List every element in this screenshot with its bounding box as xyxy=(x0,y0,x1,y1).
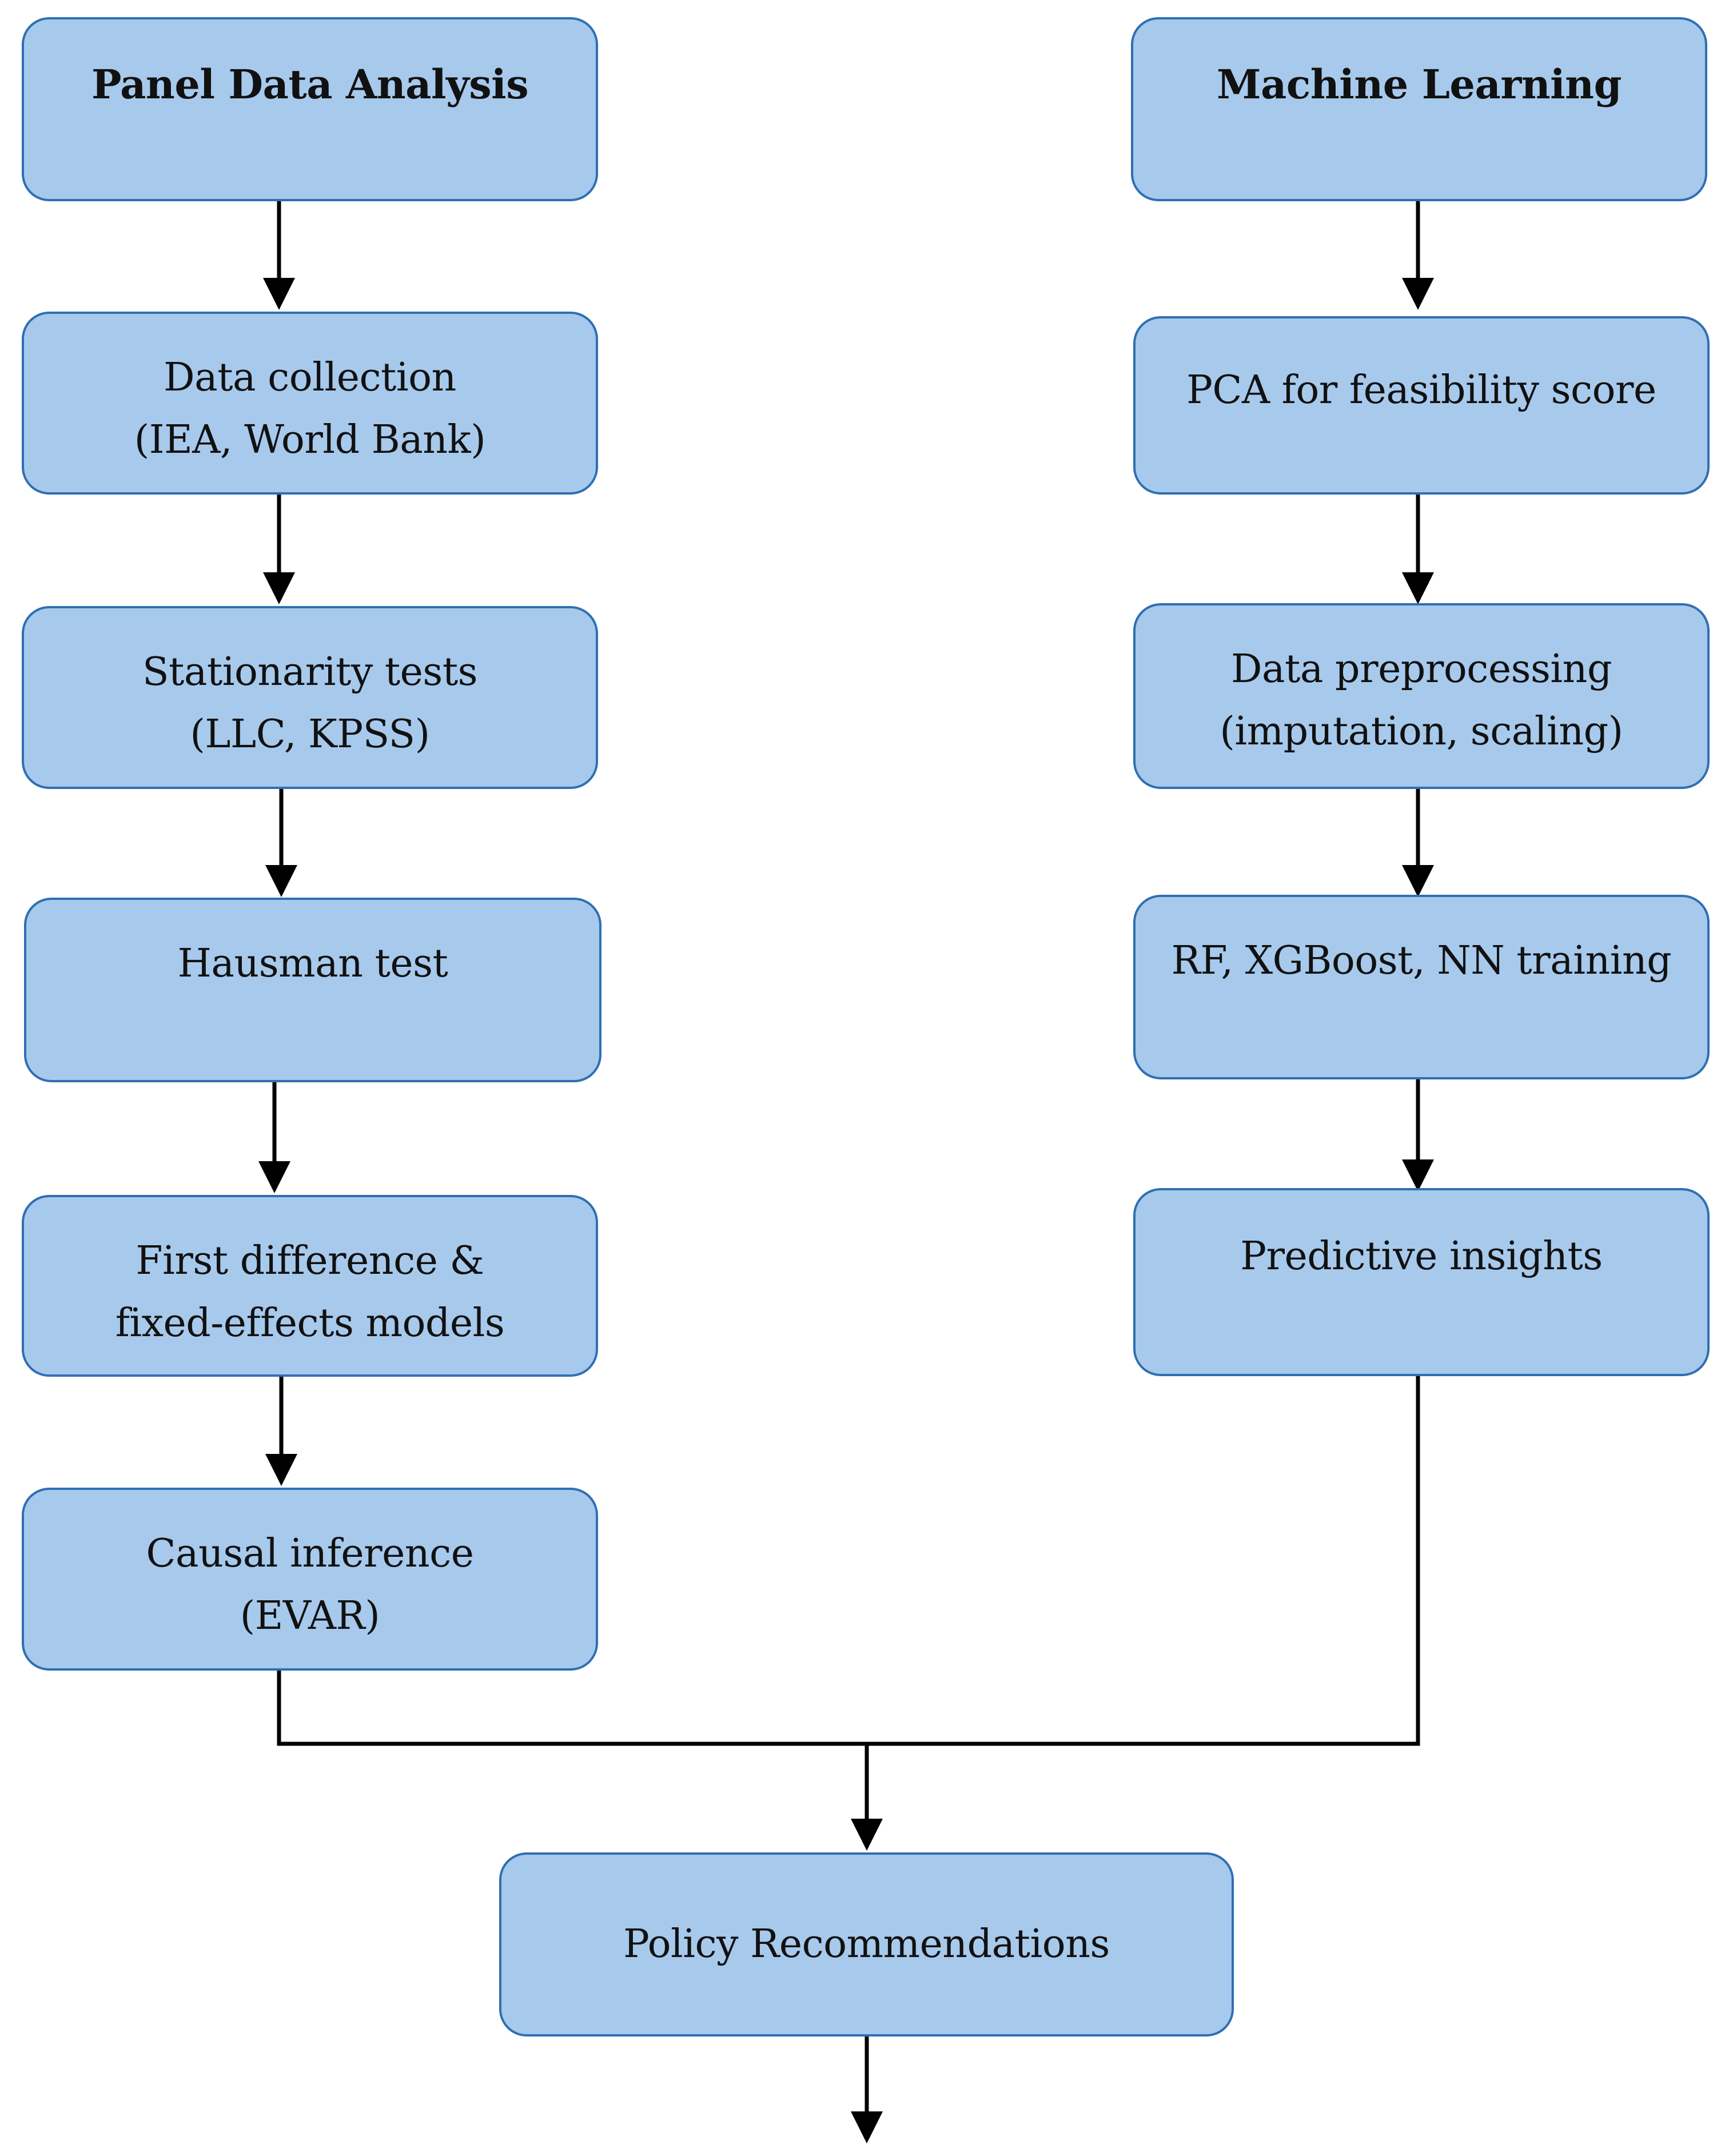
node-label-line2: fixed-effects models xyxy=(115,1300,505,1346)
node-model-training: RF, XGBoost, NN training xyxy=(1133,895,1710,1079)
node-label-line1: PCA for feasibility score xyxy=(1186,368,1656,413)
node-panel-data-analysis: Panel Data Analysis xyxy=(22,17,598,201)
node-label-line1: Data collection xyxy=(164,355,456,400)
node-data-preprocessing: Data preprocessing (imputation, scaling) xyxy=(1133,603,1710,789)
node-causal-inference: Causal inference (EVAR) xyxy=(22,1488,598,1671)
node-data-collection: Data collection (IEA, World Bank) xyxy=(22,312,598,495)
node-pca-feasibility: PCA for feasibility score xyxy=(1133,316,1710,495)
node-label-line1: Hausman test xyxy=(177,941,448,986)
node-machine-learning: Machine Learning xyxy=(1131,17,1707,201)
node-label-line1: Stationarity tests xyxy=(142,649,478,695)
node-label-line2: (LLC, KPSS) xyxy=(190,711,430,757)
node-label-line1: First difference & xyxy=(136,1238,484,1284)
node-first-difference: First difference & fixed-effects models xyxy=(22,1195,598,1377)
node-stationarity-tests: Stationarity tests (LLC, KPSS) xyxy=(22,606,598,789)
node-policy-recommendations: Policy Recommendations xyxy=(499,1852,1234,2037)
node-label-line1: RF, XGBoost, NN training xyxy=(1171,938,1672,983)
node-label-line1: Data preprocessing xyxy=(1231,647,1612,692)
node-label: Panel Data Analysis xyxy=(91,61,529,108)
node-predictive-insights: Predictive insights xyxy=(1133,1188,1710,1376)
node-label: Policy Recommendations xyxy=(623,1921,1110,1967)
node-hausman-test: Hausman test xyxy=(24,898,601,1082)
node-label-line2: (imputation, scaling) xyxy=(1220,708,1623,754)
node-label-line1: Predictive insights xyxy=(1240,1234,1603,1279)
node-label: Machine Learning xyxy=(1216,61,1622,108)
node-label-line2: (EVAR) xyxy=(240,1593,380,1639)
node-label-line2: (IEA, World Bank) xyxy=(134,417,486,463)
node-label-line1: Causal inference xyxy=(146,1531,475,1576)
merge-line-right xyxy=(867,1376,1420,1746)
merge-line-left xyxy=(277,1671,867,1746)
